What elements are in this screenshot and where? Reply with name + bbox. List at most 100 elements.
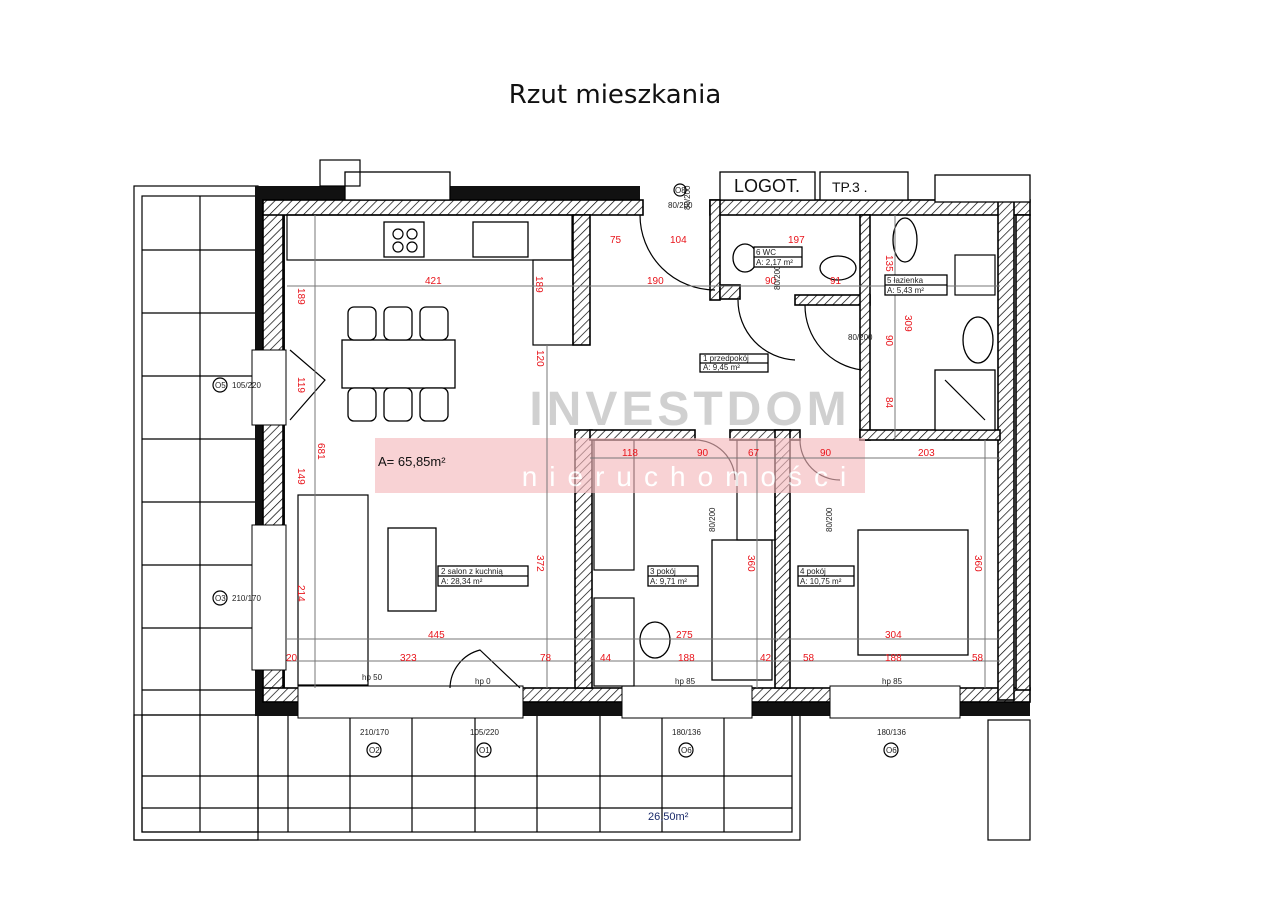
dim-label: 20 [286, 653, 298, 664]
svg-text:A: 10,75 m²: A: 10,75 m² [800, 577, 842, 586]
svg-text:A: 9,71 m²: A: 9,71 m² [650, 577, 687, 586]
sill-label: hp 85 [675, 677, 696, 686]
svg-text:5 łazienka: 5 łazienka [887, 276, 924, 285]
dim-label: 90 [820, 448, 832, 459]
dim-label: 78 [540, 653, 552, 664]
dim-label: 203 [918, 448, 935, 459]
sofa-icon [297, 494, 369, 686]
svg-text:O6: O6 [886, 746, 897, 755]
terrace: 26,50m² [133, 185, 1031, 841]
dim-label: 275 [676, 630, 693, 641]
svg-text:A: 5,43 m²: A: 5,43 m² [887, 286, 924, 295]
dim-label: 149 [295, 468, 306, 485]
svg-text:INVESTDOM: INVESTDOM [529, 383, 850, 436]
dim-label: 42 [760, 653, 772, 664]
svg-text:80/200: 80/200 [668, 201, 693, 210]
svg-text:210/170: 210/170 [232, 594, 261, 603]
svg-text:4 pokój: 4 pokój [800, 567, 826, 576]
svg-text:2 salon z kuchnią: 2 salon z kuchnią [441, 567, 503, 576]
svg-text:nieruchomości: nieruchomości [522, 461, 859, 492]
dim-label: 214 [295, 585, 306, 602]
window-tag: O3 210/170 [212, 590, 261, 606]
wc-toilet-icon [819, 255, 857, 281]
dim-label: 360 [972, 555, 983, 572]
watermark: INVESTDOM nieruchomości [375, 383, 865, 493]
svg-text:O6: O6 [681, 746, 692, 755]
logot-label: LOGOT. [734, 176, 800, 196]
dim-label: 197 [788, 235, 805, 246]
dim-label: 360 [745, 555, 756, 572]
bed-room4-icon [857, 529, 969, 656]
bed-room3-icon [711, 539, 773, 681]
interior-walls [572, 199, 1031, 691]
svg-text:180/136: 180/136 [672, 728, 701, 737]
svg-text:O1: O1 [479, 746, 490, 755]
sill-label: hp 50 [362, 673, 383, 682]
svg-text:180/136: 180/136 [877, 728, 906, 737]
dim-label: 188 [885, 653, 902, 664]
furniture [286, 214, 996, 687]
dim-label: 323 [400, 653, 417, 664]
svg-text:A: 28,34 m²: A: 28,34 m² [441, 577, 483, 586]
sink-icon [472, 221, 529, 258]
window-tag: O6 180/136 [877, 728, 906, 758]
svg-text:105/220: 105/220 [232, 381, 261, 390]
dim-label: 75 [610, 235, 622, 246]
door-dim: 80/200 [683, 185, 692, 210]
svg-text:A: 2,17 m²: A: 2,17 m² [756, 258, 793, 267]
chair-icon [639, 621, 671, 659]
svg-text:O2: O2 [369, 746, 380, 755]
door-dim: 80/200 [848, 333, 873, 342]
dim-label: 44 [600, 653, 612, 664]
dim-label: 90 [883, 335, 894, 347]
sill-label: hp 85 [882, 677, 903, 686]
dining-table-icon [341, 339, 456, 389]
svg-text:O3: O3 [215, 594, 226, 603]
coffee-table-icon [387, 527, 437, 612]
dimension-labels: 189 421 189 75 104 190 197 90 91 135 309… [286, 235, 984, 664]
svg-text:6 WC: 6 WC [756, 248, 776, 257]
tp-label: TP.3 . [832, 179, 868, 195]
dim-label: 120 [534, 350, 545, 367]
dim-label: 91 [830, 276, 842, 287]
svg-text:105/220: 105/220 [470, 728, 499, 737]
svg-text:210/170: 210/170 [360, 728, 389, 737]
cooktop-icon [383, 221, 425, 258]
sill-label: hp 0 [475, 677, 491, 686]
dim-label: 304 [885, 630, 902, 641]
svg-text:3 pokój: 3 pokój [650, 567, 676, 576]
door-dim: 80/200 [825, 507, 834, 532]
bath-sink-icon [962, 316, 994, 364]
dim-label: 58 [972, 653, 984, 664]
page-title: Rzut mieszkania [509, 80, 722, 110]
dim-label: 84 [883, 397, 894, 409]
dim-label: 118 [622, 448, 638, 459]
dim-label: 189 [533, 276, 544, 293]
dim-label: 90 [765, 276, 777, 287]
dim-label: 119 [295, 377, 306, 393]
dim-label: 90 [697, 448, 709, 459]
window-tag: O6 180/136 [672, 728, 701, 758]
toilet-icon [892, 217, 918, 263]
dim-label: 681 [315, 443, 326, 460]
dim-label: 372 [534, 555, 545, 572]
dim-label: 421 [425, 276, 442, 287]
door-dim: 80/200 [773, 265, 782, 290]
terrace-area: 26,50m² [648, 811, 689, 823]
door-dim: 80/200 [708, 507, 717, 532]
total-area: A= 65,85m² [378, 454, 446, 469]
dim-label: 189 [295, 288, 306, 305]
dim-label: 58 [803, 653, 815, 664]
dim-label: 190 [647, 276, 664, 287]
svg-text:A: 9,45 m²: A: 9,45 m² [703, 363, 740, 372]
dim-label: 309 [902, 315, 913, 332]
window-tag: O2 210/170 [360, 728, 389, 758]
